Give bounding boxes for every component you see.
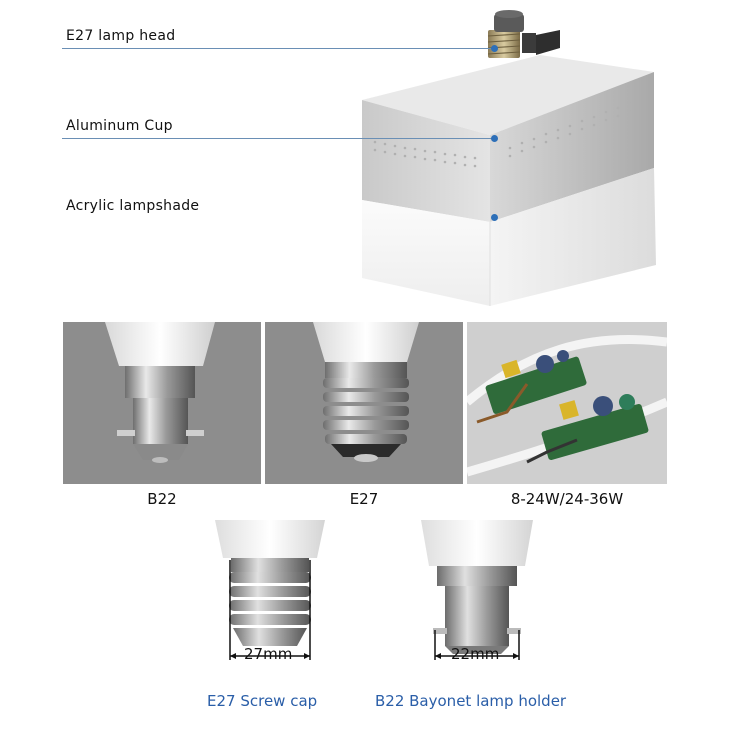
b22-bayonet-holder-figure: [415, 520, 545, 660]
b22-bayonet-holder-image: [421, 520, 533, 660]
square-lamp-illustration: [362, 10, 656, 306]
callout-label-acrylic-shade: Acrylic lampshade: [66, 198, 200, 214]
panel-b22-bulb: [63, 322, 261, 484]
panel-driver-boards: [467, 322, 667, 484]
e27-bulb-image: [313, 322, 419, 462]
callout-line-aluminum-cup: [62, 138, 494, 139]
caption-e27-screw-cap: E27 Screw cap: [207, 692, 318, 710]
lamp-diagram: [0, 0, 730, 315]
led-driver-image: [467, 322, 667, 484]
callout-line-lamp-head: [62, 48, 494, 49]
e27-screw-cap-figure: [205, 520, 335, 660]
b22-bulb-image: [105, 322, 215, 463]
callout-dot-acrylic-shade: [491, 214, 498, 221]
caption-e27: E27: [349, 490, 379, 508]
callout-dot-aluminum-cup: [491, 135, 498, 142]
callout-label-lamp-head: E27 lamp head: [66, 28, 176, 44]
e27-screw-cap-image: [215, 520, 325, 660]
caption-wattage: 8-24W/24-36W: [510, 490, 624, 508]
caption-b22: B22: [147, 490, 177, 508]
dimension-22mm: 22mm: [451, 645, 500, 663]
callout-label-aluminum-cup: Aluminum Cup: [66, 118, 173, 134]
callout-dot-lamp-head: [491, 45, 498, 52]
panel-e27-bulb: [265, 322, 463, 484]
caption-b22-bayonet-holder: B22 Bayonet lamp holder: [375, 692, 567, 710]
dimension-27mm: 27mm: [244, 645, 293, 663]
